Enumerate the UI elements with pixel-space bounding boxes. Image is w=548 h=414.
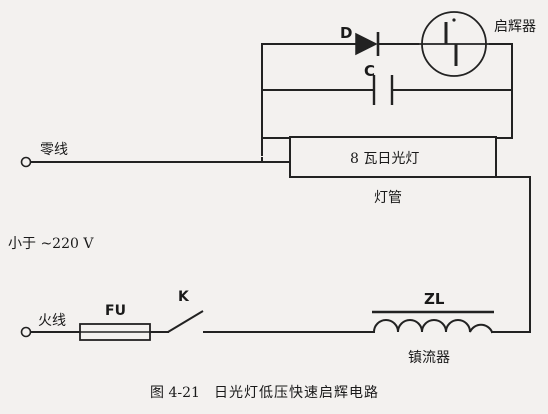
ballast-label: 镇流器 — [408, 350, 450, 366]
diode-starter-branch — [261, 43, 513, 139]
starter-label: 启辉器 — [494, 19, 536, 35]
diode-symbol — [355, 32, 380, 56]
voltage-label: 小于 ~220 V — [8, 236, 94, 252]
caption-title: 日光灯低压快速启辉电路 — [214, 385, 379, 401]
neutral-line — [20, 156, 290, 168]
neutral-label: 零线 — [40, 142, 68, 158]
live-line — [20, 326, 373, 338]
lamp-tube — [261, 136, 530, 178]
ballast-code-label: ZL — [424, 290, 445, 308]
capacitor-symbol — [372, 75, 394, 105]
tube-rating-label: 8 瓦日光灯 — [350, 151, 419, 167]
tube-label: 灯管 — [374, 190, 402, 206]
ballast-symbol — [371, 310, 494, 334]
live-label: 火线 — [38, 313, 66, 329]
switch-symbol — [167, 310, 204, 333]
switch-label: K — [178, 289, 190, 305]
starter-symbol — [418, 11, 490, 77]
caption-number: 图 4-21 — [150, 385, 200, 401]
right-wire — [491, 176, 531, 333]
fuse-label: FU — [105, 303, 126, 319]
capacitor-label: C — [364, 62, 375, 80]
fuse-symbol — [79, 323, 151, 341]
diode-label: D — [340, 24, 352, 42]
